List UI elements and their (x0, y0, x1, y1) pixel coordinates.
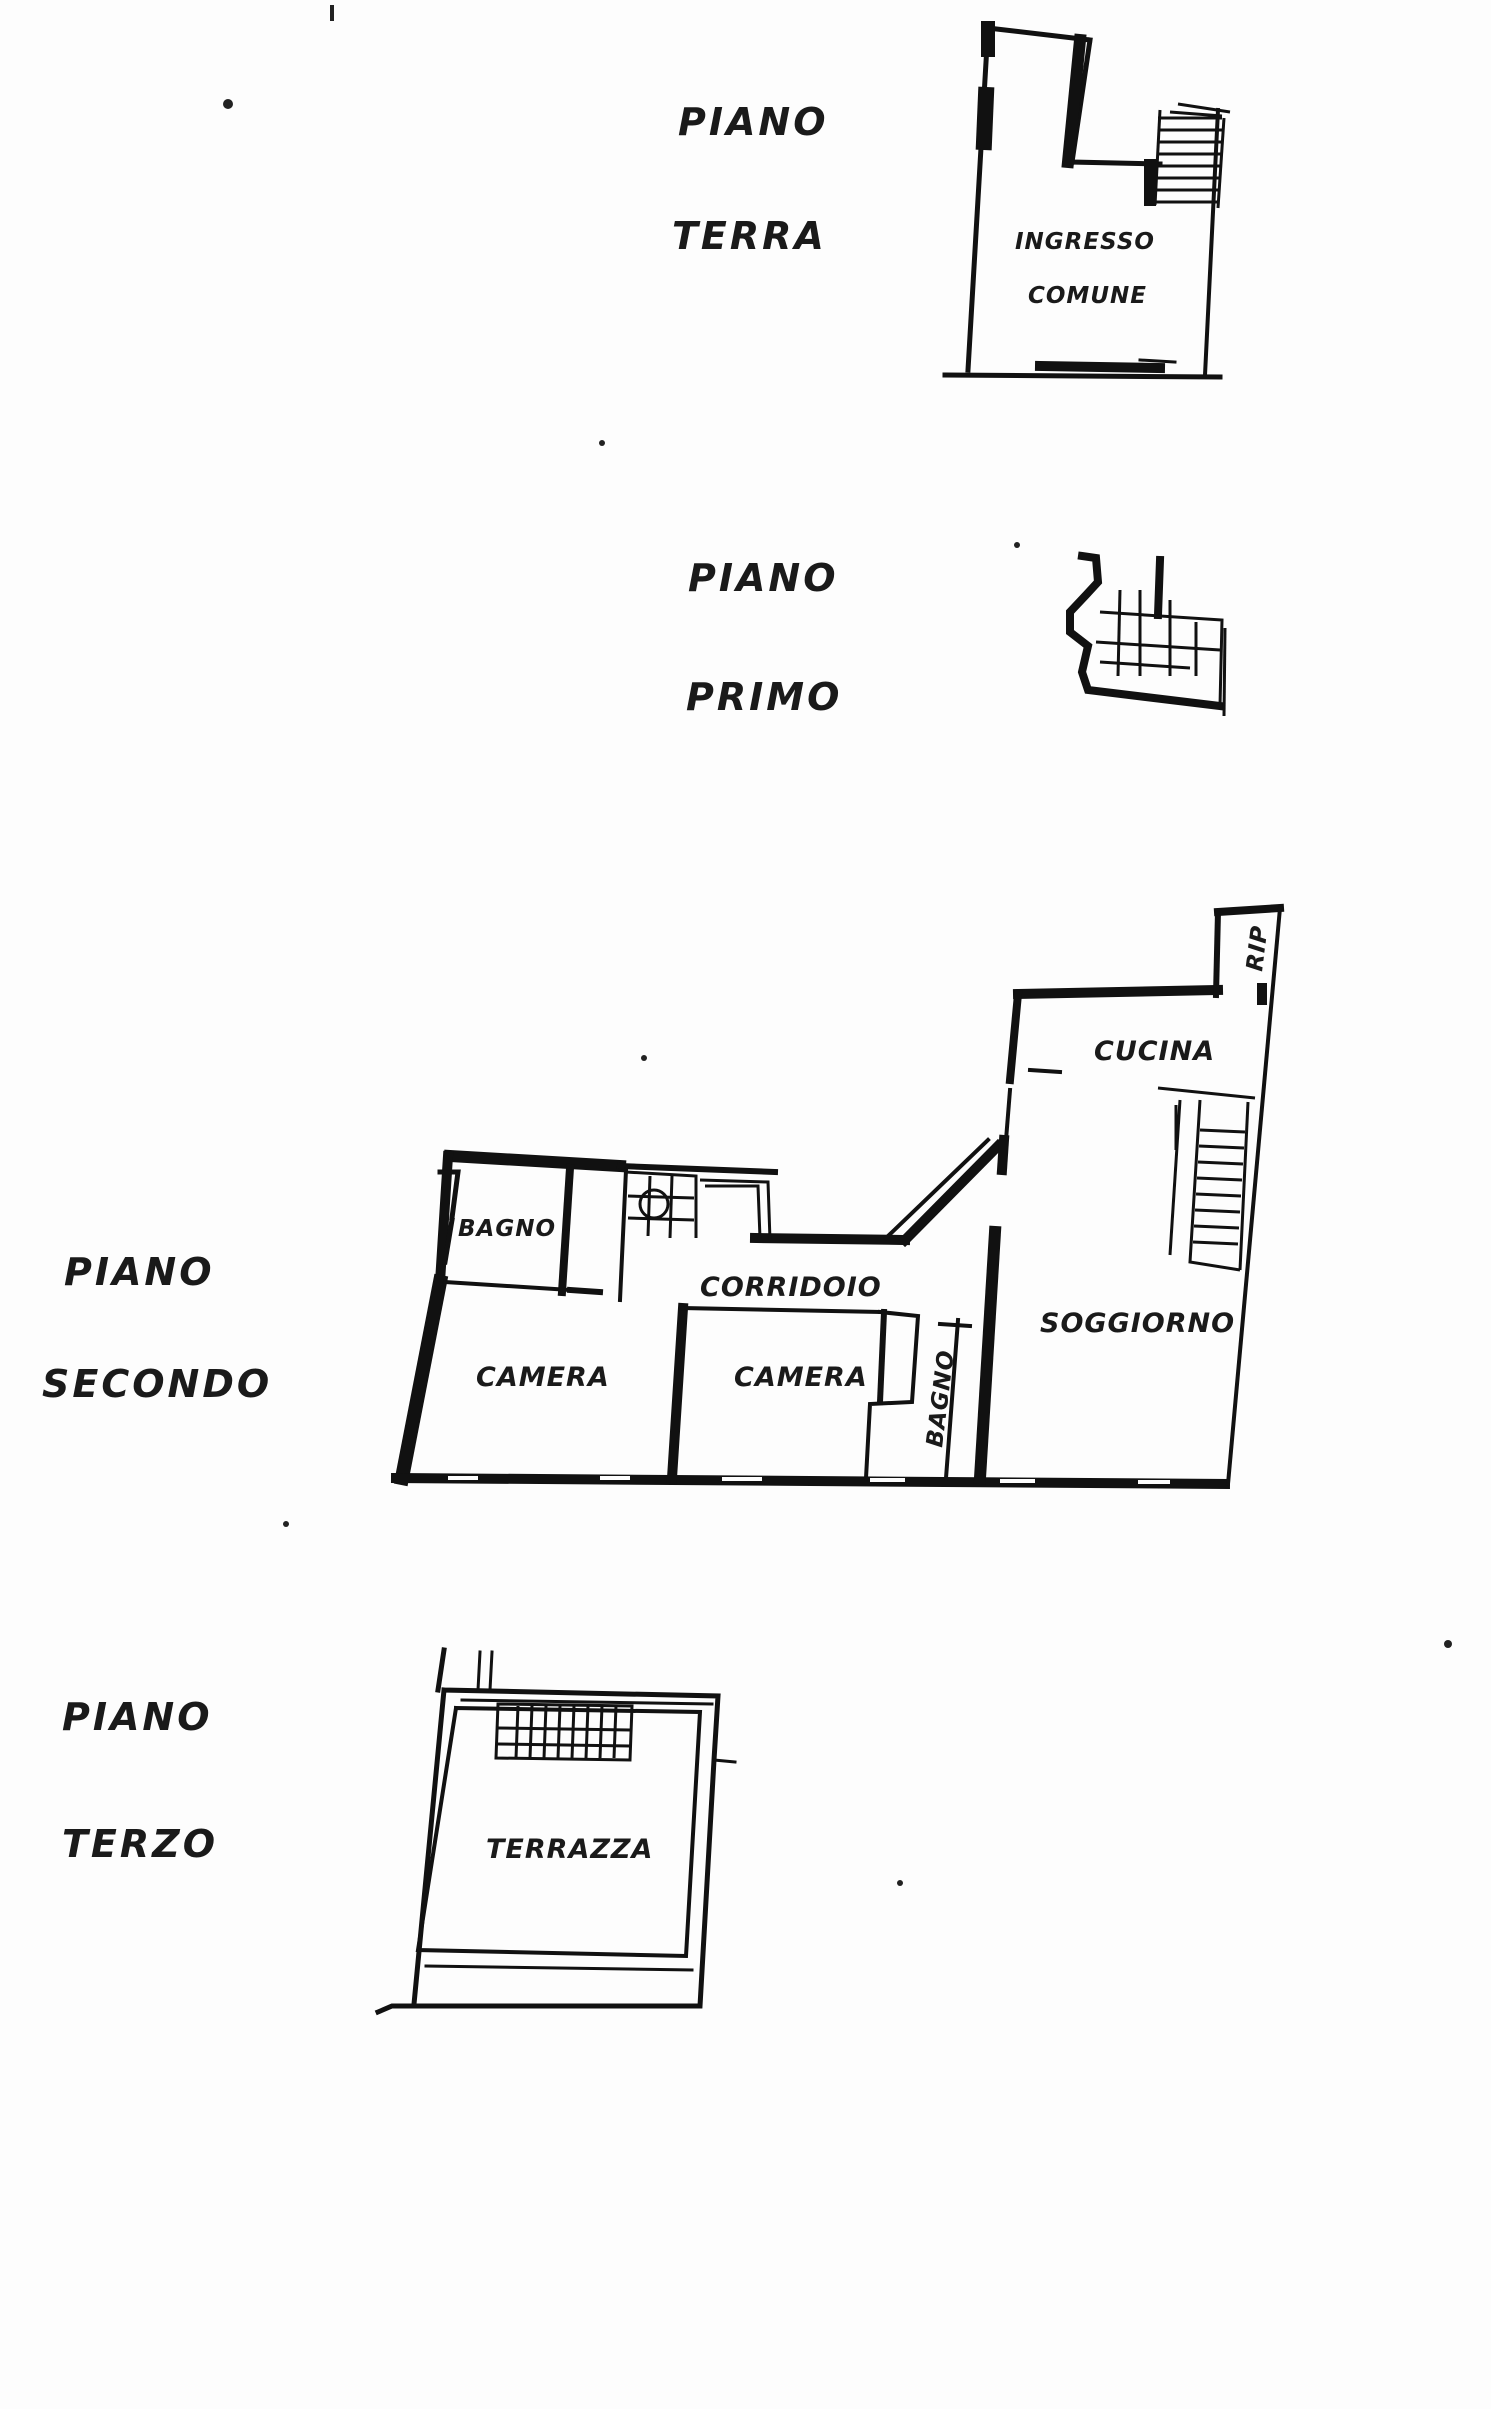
third-floor-label-line2: TERZO (62, 1822, 218, 1866)
second-floor-label-line1: PIANO (64, 1250, 215, 1294)
first-floor-plan (1066, 551, 1227, 717)
ground-floor-label-line2: TERRA (672, 214, 827, 258)
third-floor-plan: TERRAZZA (374, 1647, 737, 2016)
second-room-bath-mid: BAGNO (922, 1348, 960, 1448)
second-room-bath-left: BAGNO (458, 1216, 556, 1242)
second-room-bedroom-left: CAMERA (476, 1362, 610, 1393)
first-floor-stairs (1095, 589, 1227, 717)
second-floor-stairs (1157, 1086, 1256, 1272)
first-floor-label-line1: PIANO (688, 556, 839, 600)
first-floor-label-line2: PRIMO (686, 675, 843, 719)
corridor-stairs (625, 1170, 772, 1241)
second-room-kitchen: CUCINA (1094, 1036, 1215, 1067)
third-floor-label-line1: PIANO (62, 1695, 213, 1739)
second-room-living: SOGGIORNO (1040, 1308, 1235, 1339)
second-room-corridor: CORRIDOIO (700, 1272, 882, 1303)
second-room-bedroom-mid: CAMERA (734, 1362, 868, 1393)
bottom-windows (448, 1476, 1170, 1484)
second-floor-plan: BAGNO CORRIDOIO CAMERA CAMERA BAGNO CUCI… (390, 903, 1285, 1490)
ground-floor-label-line1: PIANO (678, 100, 829, 144)
second-room-storage: RIP (1242, 924, 1273, 973)
second-floor-label-line2: SECONDO (42, 1362, 273, 1406)
third-room-terrace: TERRAZZA (486, 1834, 653, 1865)
ground-room-entrance-line1: INGRESSO (1015, 229, 1155, 255)
ground-floor-plan: INGRESSO COMUNE (942, 21, 1231, 380)
scan-specks (223, 5, 1452, 1886)
ground-room-entrance-line2: COMUNE (1028, 283, 1147, 309)
third-floor-stairs (494, 1702, 634, 1762)
